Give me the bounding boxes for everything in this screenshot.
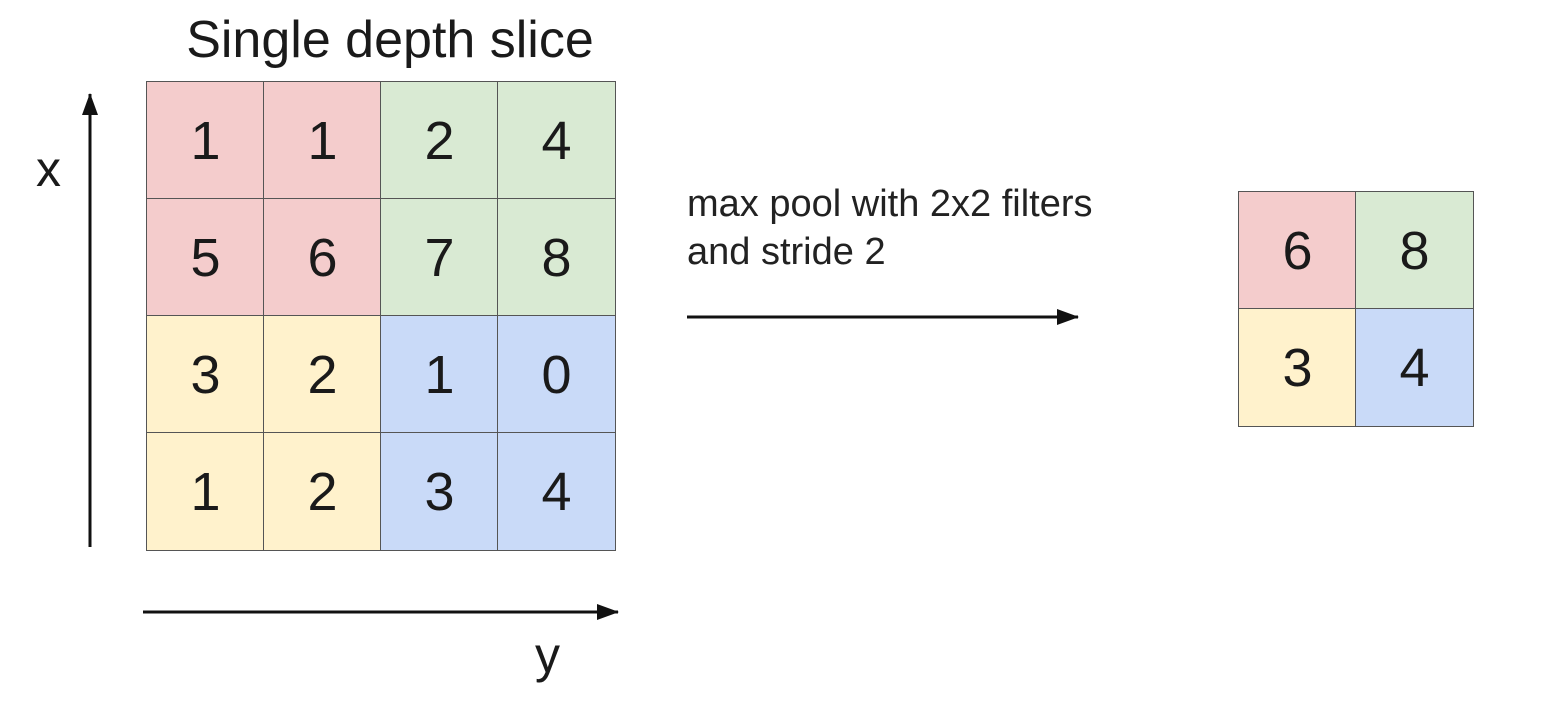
input-matrix-cell: 1 [146, 81, 265, 200]
input-matrix-cell: 6 [263, 198, 382, 317]
output-matrix-cell: 6 [1238, 191, 1357, 310]
output-matrix-cell: 4 [1355, 308, 1474, 427]
input-matrix-cell: 1 [146, 432, 265, 551]
output-matrix-cell: 8 [1355, 191, 1474, 310]
input-matrix-cell: 2 [380, 81, 499, 200]
input-matrix-cell: 8 [497, 198, 616, 317]
input-matrix-cell: 4 [497, 81, 616, 200]
operation-label-line2: and stride 2 [687, 231, 886, 273]
input-matrix-cell: 5 [146, 198, 265, 317]
input-matrix-cell: 1 [380, 315, 499, 434]
input-matrix-cell: 4 [497, 432, 616, 551]
input-matrix-cell: 7 [380, 198, 499, 317]
operation-label-line1: max pool with 2x2 filters [687, 183, 1093, 225]
input-matrix-cell: 2 [263, 315, 382, 434]
x-axis-label: x [36, 141, 61, 197]
input-matrix-cell: 0 [497, 315, 616, 434]
operation-label: max pool with 2x2 filters and stride 2 [687, 180, 1093, 276]
input-matrix-cell: 2 [263, 432, 382, 551]
diagram-title: Single depth slice [186, 11, 594, 69]
input-matrix-cell: 3 [380, 432, 499, 551]
input-matrix-cell: 3 [146, 315, 265, 434]
output-matrix-cell: 3 [1238, 308, 1357, 427]
input-matrix-cell: 1 [263, 81, 382, 200]
y-axis-label: y [535, 627, 560, 683]
